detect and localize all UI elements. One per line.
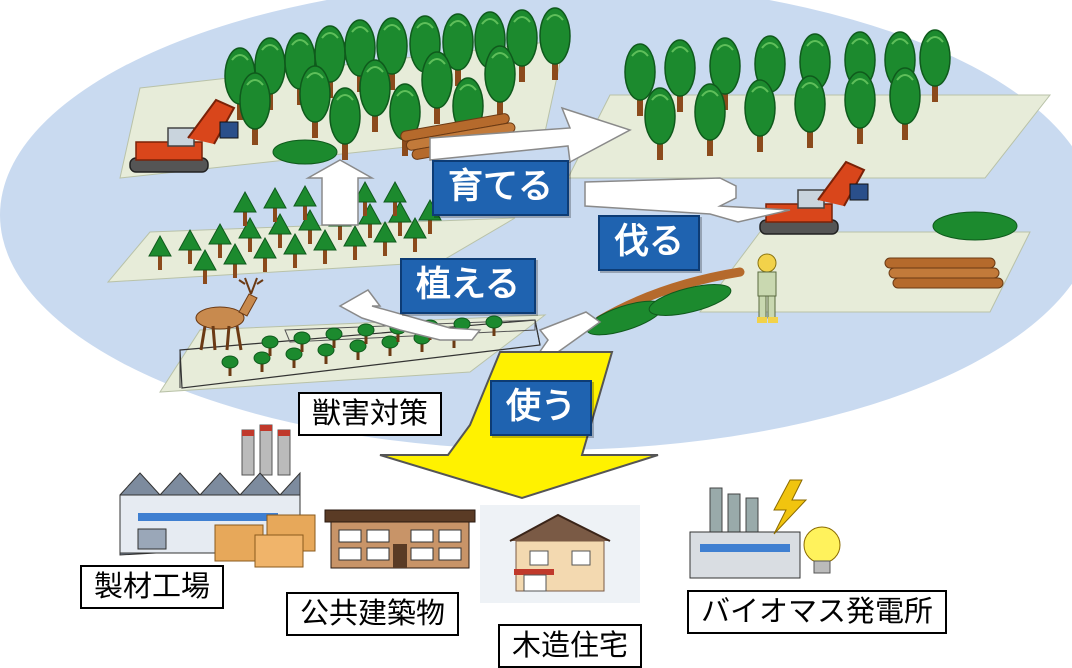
wooden-house-label: 木造住宅	[498, 624, 643, 668]
public-building-icon	[324, 509, 476, 569]
arrow-plant-to-grow	[305, 159, 375, 226]
step-grow-label: 育てる	[432, 160, 570, 216]
arrow-grow-to-harvest	[429, 106, 632, 164]
arrow-harvest-to-cut	[584, 177, 791, 223]
worker-icon	[757, 253, 778, 323]
felled-tree-left	[272, 139, 338, 165]
felled-logs-diagonal	[586, 267, 745, 336]
felled-tree-right	[932, 211, 1018, 241]
biomass-plant-label: バイオマス発電所	[687, 590, 948, 634]
log-pile-right	[884, 257, 1004, 289]
public-building-label: 公共建築物	[286, 592, 460, 636]
biomass-plant-icon	[689, 479, 808, 579]
sawmill-label: 製材工場	[80, 565, 225, 609]
step-use-label: 使う	[490, 380, 593, 436]
step-plant-label: 植える	[400, 258, 536, 314]
wooden-house-icon	[480, 505, 640, 603]
deer-icon	[195, 277, 264, 351]
arrow-protect-to-plant	[338, 289, 482, 341]
step-cut-label: 伐る	[598, 215, 701, 271]
lumber-stack-icon	[214, 514, 316, 568]
lightbulb-icon	[803, 526, 841, 574]
wildlife-damage-label: 獣害対策	[298, 392, 443, 436]
